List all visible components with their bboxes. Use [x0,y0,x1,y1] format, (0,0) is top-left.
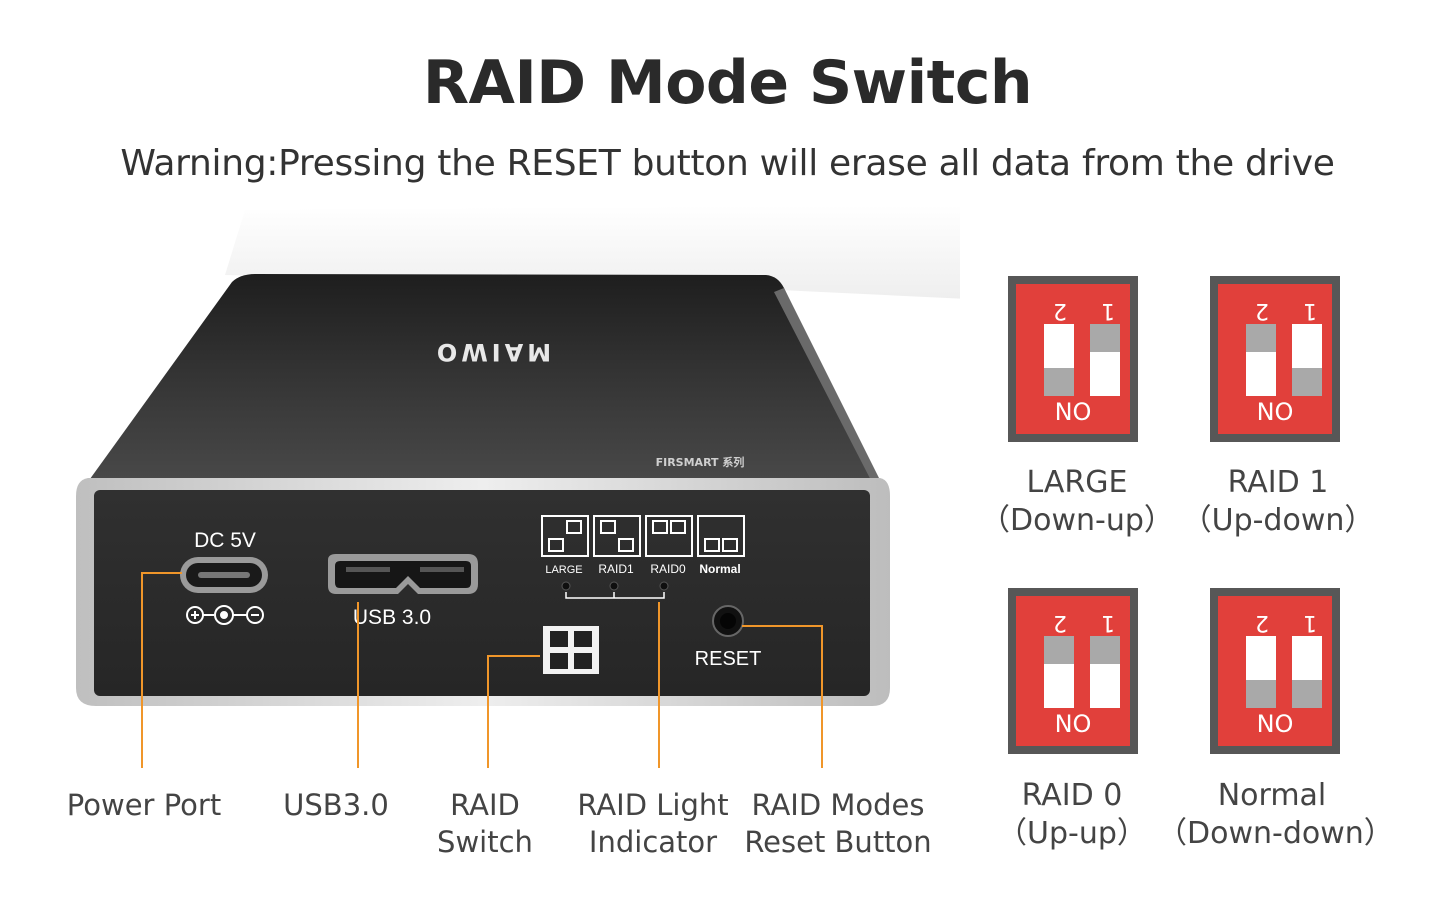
indicator-label-large: LARGE [545,564,582,576]
switch-knob-2 [1246,324,1276,352]
mode-caption-normal: Normal（Down-down） [1157,777,1394,853]
enclosure-illustration: MAIWO FIRSMART 系列 DC 5V USB 3.0 LARGE RA… [76,205,960,768]
switch-slot-1 [1292,636,1322,708]
switch-number-2: 2 [1053,298,1067,323]
page-title: RAID Mode Switch [422,48,1033,118]
switch-knob-1 [1090,636,1120,664]
dc-label: DC 5V [194,529,256,552]
switch-slot-1 [1292,324,1322,396]
switch-knob-2 [1044,636,1074,664]
indicator-leds [561,581,669,591]
enclosure-bevel [774,288,884,494]
indicator-label-raid0: RAID0 [650,562,686,576]
callout-raid-switch: RAID Switch [420,787,550,861]
switch-knob-1 [1090,324,1120,352]
indicator-label-raid1: RAID1 [598,562,634,576]
indicator-label-normal: Normal [699,562,740,576]
switch-slot-2 [1246,636,1276,708]
switch-slot-1 [1090,636,1120,708]
callout-text: RAID Modes [751,788,925,822]
enclosure-top [82,274,880,490]
mode-name: LARGE [1026,465,1128,500]
switch-slot-2 [1044,324,1074,396]
on-label: NO [1256,398,1294,426]
usb-label: USB 3.0 [353,606,431,629]
mode-caption-raid0: RAID 0（Up-up） [957,777,1187,853]
callout-text: Power Port [66,788,222,822]
switch-slot-2 [1044,636,1074,708]
switch-slot-2 [1246,324,1276,396]
callout-text: USB3.0 [283,788,389,822]
callout-text: RAID [450,788,520,822]
mode-detail: （Up-up） [997,816,1147,851]
callout-power-port: Power Port [52,787,236,824]
switch-number-2: 2 [1053,610,1067,635]
mode-name: Normal [1217,778,1327,813]
callout-text: Indicator [588,825,718,859]
mode-detail: （Up-down） [1181,503,1375,538]
callout-raid-light: RAID Light Indicator [566,787,740,861]
switch-number-1: 1 [1303,298,1317,323]
callout-usb: USB3.0 [268,787,404,824]
callout-text: Reset Button [744,825,932,859]
switch-knob-2 [1246,680,1276,708]
callout-reset-button: RAID Modes Reset Button [740,787,936,861]
switch-number-2: 2 [1255,298,1269,323]
mode-caption-raid1: RAID 1（Up-down） [1163,464,1393,540]
warning-text: Warning:Pressing the RESET button will e… [120,143,1335,184]
switch-number-1: 1 [1303,610,1317,635]
switch-knob-2 [1044,368,1074,396]
mode-detail: （Down-down） [1157,816,1394,851]
callout-text: RAID Light [577,788,729,822]
on-label: NO [1054,710,1092,738]
callout-lines [141,572,823,768]
on-label: NO [1054,398,1092,426]
switch-number-1: 1 [1101,610,1115,635]
switch-number-2: 2 [1255,610,1269,635]
reset-label: RESET [695,648,762,670]
mode-name: RAID 1 [1227,465,1329,500]
mode-caption-large: LARGE（Down-up） [962,464,1192,540]
switch-number-1: 1 [1101,298,1115,323]
mode-name: RAID 0 [1021,778,1123,813]
switch-slot-1 [1090,324,1120,396]
series-label: FIRSMART 系列 [656,455,745,469]
enclosure-front [94,490,870,696]
polarity-icon [186,605,264,625]
brand-logo: MAIWO [433,338,551,366]
mode-icons [541,515,745,557]
switch-knob-1 [1292,368,1322,396]
callout-text: Switch [437,825,533,859]
switch-knob-1 [1292,680,1322,708]
on-label: NO [1256,710,1294,738]
mode-detail: （Down-up） [980,503,1174,538]
